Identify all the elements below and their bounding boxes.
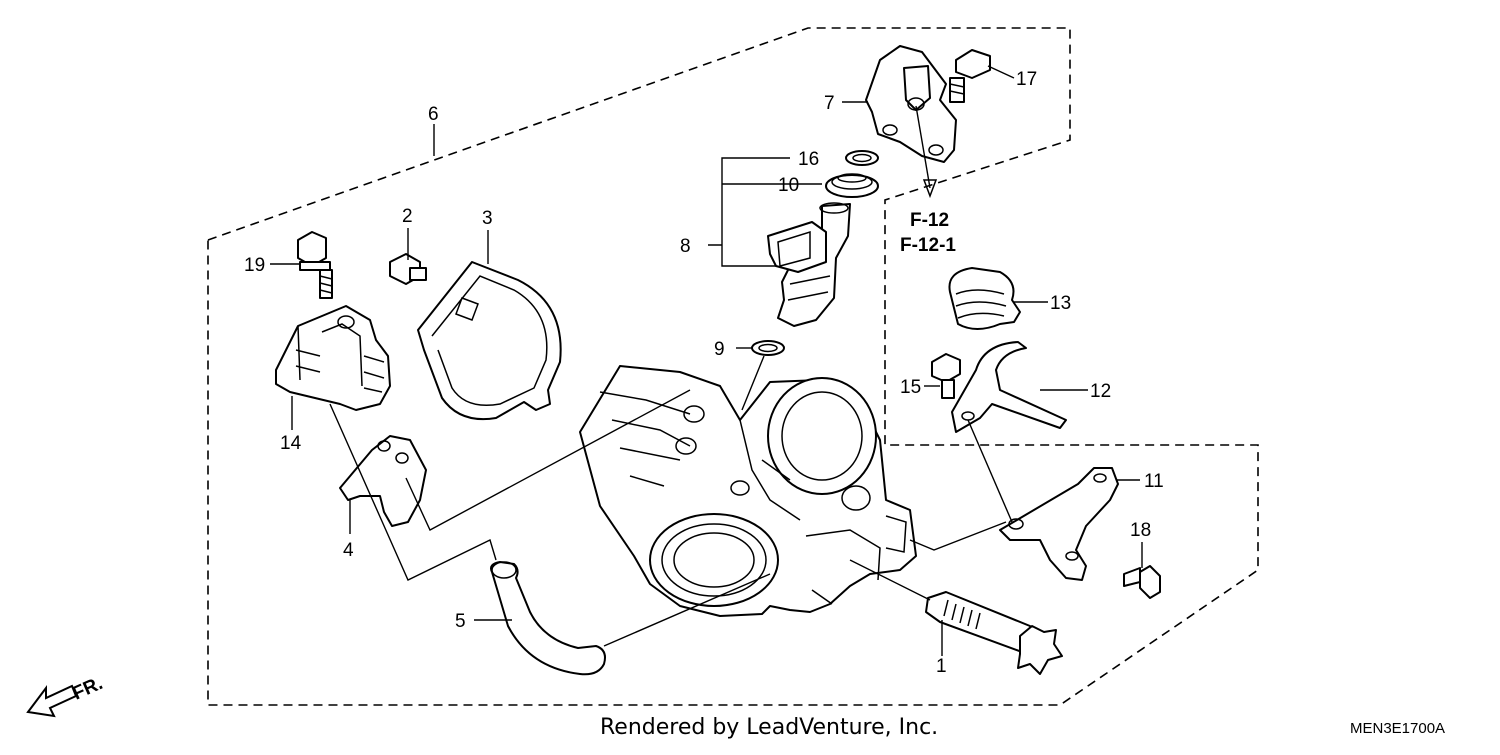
callout-5: 5 (455, 611, 466, 632)
injector-8-part (767, 202, 851, 327)
callout-19: 19 (244, 255, 265, 276)
callout-8-bracket (708, 157, 822, 267)
callout-17: 17 (1016, 69, 1037, 90)
link-7-ref (915, 105, 931, 189)
bolt-17-part (949, 49, 991, 103)
footer-credit: Rendered by LeadVenture, Inc. (600, 715, 938, 740)
leader-17 (987, 65, 1015, 79)
clamp-12-part (951, 341, 1067, 433)
callout-6: 6 (428, 104, 439, 125)
screw-1-part (925, 591, 1063, 675)
ref-arrowhead (922, 179, 938, 199)
link-11-throttle (909, 521, 1007, 551)
assembly-boundary (207, 27, 1259, 706)
front-arrow-icon (26, 684, 78, 718)
reference-f-12: F-12 (910, 210, 949, 231)
callout-3: 3 (482, 208, 493, 229)
callout-8: 8 (680, 236, 691, 257)
link-12-bracket (967, 419, 1013, 523)
bolt-18-part (1123, 565, 1161, 599)
bolt-19-part (297, 231, 333, 299)
link-1-throttle (849, 559, 931, 601)
link-14-throttle (329, 403, 497, 581)
link-4-throttle (405, 389, 691, 531)
callout-2: 2 (402, 206, 413, 227)
seal-10-part (825, 173, 879, 198)
callout-9: 9 (714, 339, 725, 360)
cover-3-part (417, 261, 562, 421)
callout-11: 11 (1144, 471, 1164, 492)
callout-13: 13 (1050, 293, 1071, 314)
throttle-body-part (579, 365, 917, 617)
sensor-14-part (275, 305, 391, 411)
callout-10: 10 (778, 175, 799, 196)
callout-12: 12 (1090, 381, 1111, 402)
callout-1: 1 (936, 656, 947, 677)
fuel-joint-7-part (865, 45, 957, 163)
o-ring-16-part (845, 150, 879, 166)
callout-15: 15 (900, 377, 921, 398)
front-direction-label: FR. (69, 673, 106, 705)
hose-5-part (490, 561, 606, 676)
bracket-4-part (339, 435, 427, 527)
callout-14: 14 (280, 433, 302, 454)
callout-7: 7 (824, 93, 835, 114)
link-9-throttle (741, 355, 765, 411)
diagram-code: MEN3E1700A (1350, 720, 1445, 737)
callout-16: 16 (798, 149, 819, 170)
grommet-13-part (948, 267, 1021, 330)
reference-f-12-1: F-12-1 (900, 235, 956, 256)
o-ring-9-part (751, 340, 785, 356)
bracket-11-part (999, 467, 1119, 581)
callout-18: 18 (1130, 520, 1151, 541)
callout-4: 4 (343, 540, 354, 561)
bolt-15-part (931, 353, 961, 399)
link-5-throttle (603, 573, 771, 647)
bolt-2-part (389, 253, 427, 285)
